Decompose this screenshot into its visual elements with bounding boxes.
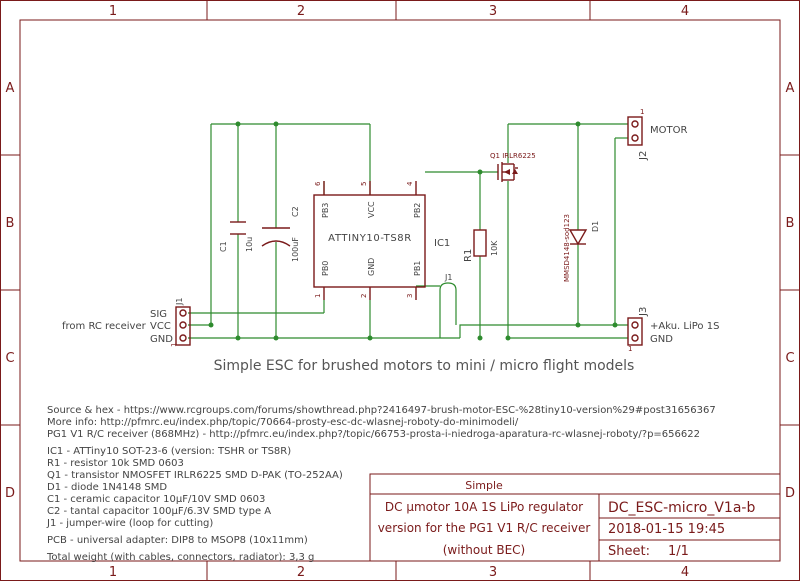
j2-pin1: 1: [640, 108, 644, 116]
sheet-label: Sheet:: [608, 544, 650, 559]
title-line1: Simple: [465, 479, 503, 492]
bom-line: D1 - diode 1N4148 SMD: [47, 482, 167, 493]
row-label: D: [5, 486, 15, 501]
bom-line: IC1 - ATTiny10 SOT-23-6 (version: TSHR o…: [47, 446, 291, 457]
d1-ref: D1: [591, 221, 600, 232]
pin-name-gnd: GND: [367, 258, 376, 276]
pin-number-5: 5: [360, 182, 368, 186]
pin-number-4: 4: [406, 181, 414, 186]
j3-pin1: 1: [628, 345, 632, 353]
resistor-r1: R1 10K: [463, 229, 499, 262]
bom-line: C1 - ceramic capacitor 10µF/10V SMD 0603: [47, 494, 265, 505]
junctions: [208, 121, 618, 341]
file-name: DC_ESC-micro_V1a-b: [608, 500, 755, 516]
pin-name-pb1: PB1: [413, 261, 422, 276]
column-label: 1: [109, 4, 117, 19]
wires: [188, 123, 628, 339]
capacitor-c2: C2 100uF: [261, 206, 300, 262]
j3-label-gnd: GND: [650, 334, 673, 345]
row-label: B: [6, 216, 15, 231]
c1-value: 10u: [245, 237, 254, 252]
connector-j1: J1 1 SIG VCC GND from RC receiver: [62, 298, 191, 347]
pin-name-vcc: VCC: [367, 201, 376, 218]
j1-ref: J1: [175, 298, 184, 306]
c2-value: 100uF: [291, 237, 300, 262]
row-label: D: [785, 486, 795, 501]
pcb-note: PCB - universal adapter: DIP8 to MSOP8 (…: [47, 535, 308, 546]
row-label: A: [6, 81, 15, 96]
date-time: 2018-01-15 19:45: [608, 522, 725, 537]
column-label: 2: [297, 565, 305, 580]
j2-label: MOTOR: [650, 125, 687, 136]
pin-name-pb2: PB2: [413, 203, 422, 218]
diode-d1: D1 MMSD4148-sod123: [563, 214, 600, 282]
title-block: Simple DC µmotor 10A 1S LiPo regulator v…: [369, 473, 781, 562]
j1-gnd-label: GND: [150, 334, 173, 345]
column-label: 2: [297, 4, 305, 19]
pin-number-3: 3: [406, 294, 414, 298]
notes: Source & hex - https://www.rcgroups.com/…: [46, 405, 716, 563]
bom-line: C2 - tantal capacitor 100µF/6.3V SMD typ…: [47, 506, 271, 517]
row-label: A: [786, 81, 795, 96]
capacitor-c1: C1 10u: [219, 221, 254, 252]
j1-pin1: 1: [170, 343, 178, 347]
row-label: B: [786, 216, 795, 231]
ic1-attiny10: 6 5 4 1 2 3 PB3 VCC PB2 PB0 GND PB1 ATTI…: [313, 181, 450, 300]
r1-ref: R1: [463, 249, 474, 262]
sheet-value: 1/1: [668, 544, 689, 559]
q1-label: Q1 IRLR6225: [490, 152, 536, 160]
pin-name-pb3: PB3: [321, 203, 330, 218]
connector-j3-battery: J3 1 +Aku. LiPo 1S GND: [627, 307, 719, 353]
note-link: Source & hex - https://www.rcgroups.com/…: [47, 405, 716, 416]
d1-part: MMSD4148-sod123: [563, 214, 571, 282]
j3-label-plus: +Aku. LiPo 1S: [650, 321, 719, 332]
j1-note: from RC receiver: [62, 321, 147, 332]
mosfet-q1: Q1 IRLR6225: [490, 152, 536, 182]
column-label: 3: [489, 565, 497, 580]
note-link: PG1 V1 R/C receiver (868MHz) - http://pf…: [47, 429, 700, 440]
title-line2: DC µmotor 10A 1S LiPo regulator: [385, 500, 583, 514]
pin-name-pb0: PB0: [321, 261, 330, 276]
bom-line: J1 - jumper-wire (loop for cutting): [46, 518, 213, 529]
j2-ref: J2: [638, 151, 649, 161]
column-label: 3: [489, 4, 497, 19]
row-label: C: [785, 351, 794, 366]
r1-value: 10K: [490, 240, 499, 256]
j1-sig-label: SIG: [150, 309, 167, 320]
j1-vcc-label: VCC: [150, 321, 171, 332]
column-label: 1: [109, 565, 117, 580]
c1-ref: C1: [219, 241, 228, 252]
weight-note: Total weight (with cables, connectors, r…: [46, 552, 314, 563]
bom-line: Q1 - transistor NMOSFET IRLR6225 SMD D-P…: [47, 470, 343, 481]
pin-number-1: 1: [314, 294, 322, 298]
ic1-part: ATTINY10-TS8R: [328, 233, 412, 244]
c2-ref: C2: [291, 206, 300, 217]
jumper-j1-ref: J1: [444, 273, 452, 282]
j3-ref: J3: [638, 307, 649, 317]
bom-line: R1 - resistor 10k SMD 0603: [47, 458, 184, 469]
connector-j2-motor: 1 J2 MOTOR: [627, 108, 687, 161]
column-label: 4: [681, 4, 689, 19]
row-label: C: [5, 351, 14, 366]
ic1-ref: IC1: [434, 238, 450, 249]
title-line3: version for the PG1 V1 R/C receiver: [378, 521, 591, 535]
pin-number-2: 2: [360, 294, 368, 298]
schematic-title: Simple ESC for brushed motors to mini / …: [214, 358, 635, 374]
pin-number-6: 6: [314, 181, 322, 186]
column-label: 4: [681, 565, 689, 580]
note-link: More info: http://pfmrc.eu/index.php/top…: [47, 417, 519, 428]
title-line4: (without BEC): [443, 543, 525, 557]
